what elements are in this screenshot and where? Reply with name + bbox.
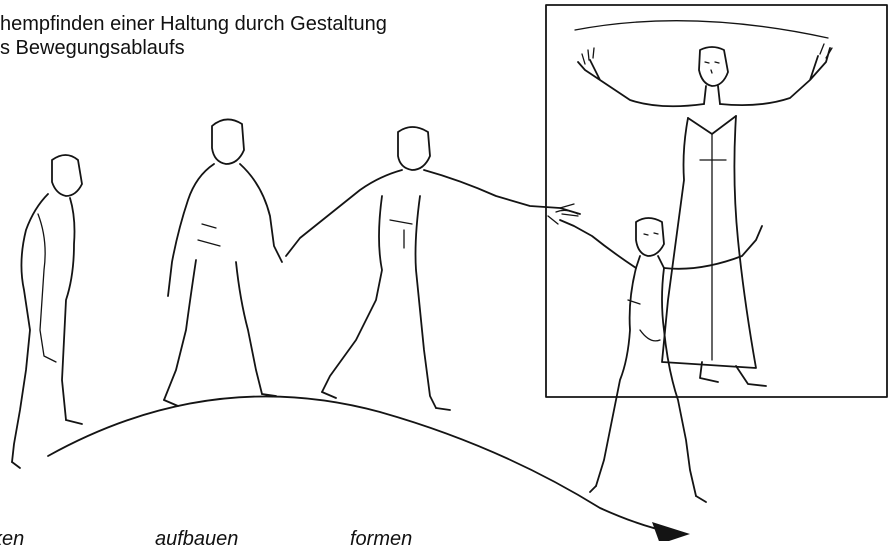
figure-dancer <box>548 210 762 502</box>
caption-3: formen <box>350 528 412 550</box>
picture-frame <box>546 5 887 397</box>
caption-2: aufbauen <box>155 528 238 550</box>
motion-arrow <box>48 396 690 541</box>
figure-3 <box>286 127 580 410</box>
figure-woman-in-frame <box>578 44 832 386</box>
arrowhead-icon <box>652 522 690 541</box>
figure-1 <box>12 155 82 468</box>
caption-1: cken <box>0 528 24 550</box>
figure-2 <box>164 119 282 406</box>
